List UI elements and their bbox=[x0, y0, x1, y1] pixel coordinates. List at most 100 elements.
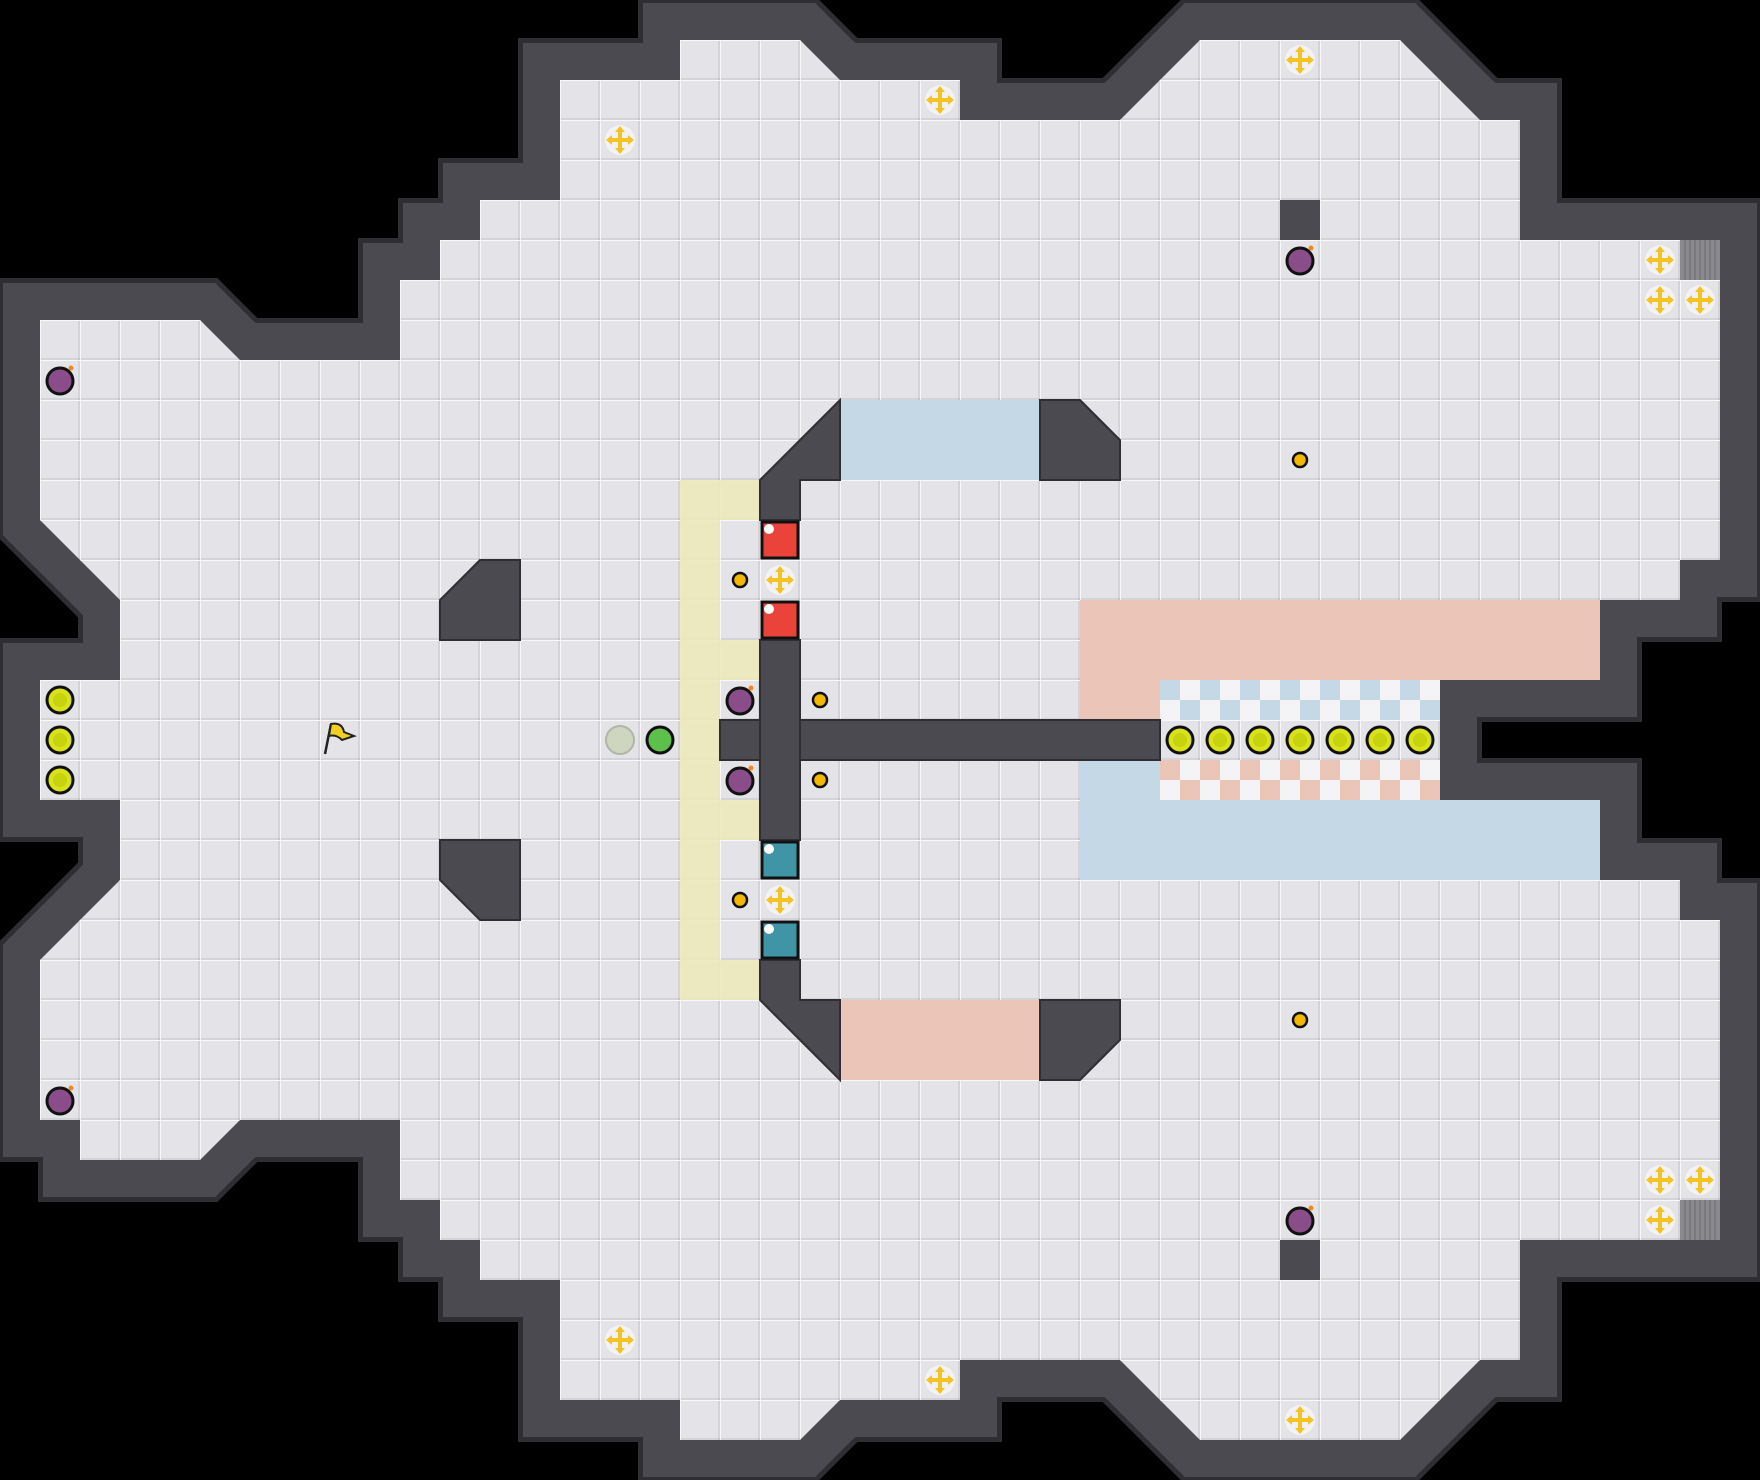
bomb-fuse bbox=[748, 685, 754, 691]
checker-red-tile bbox=[1400, 760, 1420, 780]
yellow-team-zone bbox=[720, 800, 760, 840]
checker-blue-tile bbox=[1420, 700, 1440, 720]
bomb-icon bbox=[1285, 1206, 1315, 1236]
center-wall-vertical bbox=[759, 639, 801, 841]
bomb-fuse bbox=[68, 365, 74, 371]
inactive-portal-icon bbox=[605, 725, 635, 755]
button-icon bbox=[811, 691, 829, 709]
checker-blue-tile bbox=[1300, 700, 1320, 720]
blue-gate-tile-shine bbox=[764, 844, 774, 854]
checker-blue-tile bbox=[1260, 700, 1280, 720]
checker-red-tile bbox=[1220, 780, 1240, 800]
upper-right-block bbox=[1039, 399, 1121, 481]
ball-core bbox=[1373, 733, 1387, 747]
red-team-zone bbox=[1080, 680, 1160, 720]
boost-icon bbox=[606, 126, 634, 154]
red-gate-tile-shine bbox=[764, 524, 774, 534]
speed-powerup-icon bbox=[645, 725, 675, 755]
boost-icon bbox=[1686, 1166, 1714, 1194]
boost-icon bbox=[1686, 286, 1714, 314]
checker-light-tile bbox=[1360, 780, 1380, 800]
checker-red-tile bbox=[1300, 780, 1320, 800]
boost-icon bbox=[606, 1326, 634, 1354]
upper-diagonal-wall bbox=[759, 397, 841, 521]
checker-blue-tile bbox=[1400, 680, 1420, 700]
red-team-zone bbox=[1080, 600, 1600, 680]
boost-icon bbox=[1646, 286, 1674, 314]
yellow-flag-icon bbox=[327, 722, 357, 742]
checker-light-tile bbox=[1300, 760, 1320, 780]
checker-light-tile bbox=[1200, 780, 1220, 800]
checker-light-tile bbox=[1380, 680, 1400, 700]
wall-block bbox=[1280, 1240, 1320, 1280]
lower-right-block bbox=[1039, 999, 1121, 1081]
bomb-icon bbox=[45, 366, 75, 396]
yellow-team-zone bbox=[720, 960, 760, 1000]
ball-core bbox=[1333, 733, 1347, 747]
bomb-icon bbox=[1285, 246, 1315, 276]
blue-team-zone bbox=[1080, 760, 1160, 800]
checker-blue-tile bbox=[1180, 700, 1200, 720]
button-icon bbox=[731, 891, 749, 909]
checker-light-tile bbox=[1240, 700, 1260, 720]
blue-gate-tile-shine bbox=[764, 924, 774, 934]
checker-light-tile bbox=[1260, 680, 1280, 700]
checker-light-tile bbox=[1320, 700, 1340, 720]
ball-core bbox=[1253, 733, 1267, 747]
button-icon bbox=[731, 571, 749, 589]
boost-icon bbox=[1286, 1406, 1314, 1434]
checker-light-tile bbox=[1260, 760, 1280, 780]
checker-red-tile bbox=[1160, 760, 1180, 780]
lower-diagonal-wall bbox=[759, 959, 841, 1083]
ball-core bbox=[1213, 733, 1227, 747]
checker-light-tile bbox=[1420, 680, 1440, 700]
checker-light-tile bbox=[1400, 700, 1420, 720]
left-diagonal-block-top bbox=[439, 559, 521, 641]
checker-light-tile bbox=[1180, 680, 1200, 700]
ball-core bbox=[53, 733, 67, 747]
checker-red-tile bbox=[1420, 780, 1440, 800]
checker-light-tile bbox=[1360, 700, 1380, 720]
ball-core bbox=[53, 773, 67, 787]
checker-light-tile bbox=[1320, 780, 1340, 800]
checker-light-tile bbox=[1300, 680, 1320, 700]
yellow-team-zone bbox=[720, 480, 760, 520]
checker-light-tile bbox=[1220, 760, 1240, 780]
bomb-icon bbox=[725, 686, 755, 716]
checker-blue-tile bbox=[1280, 680, 1300, 700]
boost-icon bbox=[926, 1366, 954, 1394]
ball-core bbox=[1413, 733, 1427, 747]
ball-core bbox=[1173, 733, 1187, 747]
checker-red-tile bbox=[1260, 780, 1280, 800]
checker-red-tile bbox=[1180, 780, 1200, 800]
checker-blue-tile bbox=[1340, 700, 1360, 720]
checker-light-tile bbox=[1340, 680, 1360, 700]
checker-light-tile bbox=[1160, 780, 1180, 800]
checker-red-tile bbox=[1380, 780, 1400, 800]
checker-light-tile bbox=[1280, 700, 1300, 720]
checker-light-tile bbox=[1240, 780, 1260, 800]
bomb-icon bbox=[45, 1086, 75, 1116]
checker-red-tile bbox=[1200, 760, 1220, 780]
checker-light-tile bbox=[1180, 760, 1200, 780]
checker-blue-tile bbox=[1360, 680, 1380, 700]
red-gate-tile-shine bbox=[764, 604, 774, 614]
checker-blue-tile bbox=[1200, 680, 1220, 700]
button-icon bbox=[1291, 1011, 1309, 1029]
checker-red-tile bbox=[1360, 760, 1380, 780]
checker-light-tile bbox=[1400, 780, 1420, 800]
ball-core bbox=[1293, 733, 1307, 747]
checker-light-tile bbox=[1380, 760, 1400, 780]
checker-blue-tile bbox=[1220, 700, 1240, 720]
boost-icon bbox=[1646, 1206, 1674, 1234]
checker-light-tile bbox=[1280, 780, 1300, 800]
bomb-icon bbox=[725, 766, 755, 796]
red-gate-tile bbox=[760, 520, 800, 560]
blue-team-zone bbox=[840, 400, 1040, 480]
checker-blue-tile bbox=[1320, 680, 1340, 700]
wall-block bbox=[1280, 200, 1320, 240]
ball-core bbox=[53, 693, 67, 707]
yellow-team-zone bbox=[720, 640, 760, 680]
boost-icon bbox=[1646, 246, 1674, 274]
